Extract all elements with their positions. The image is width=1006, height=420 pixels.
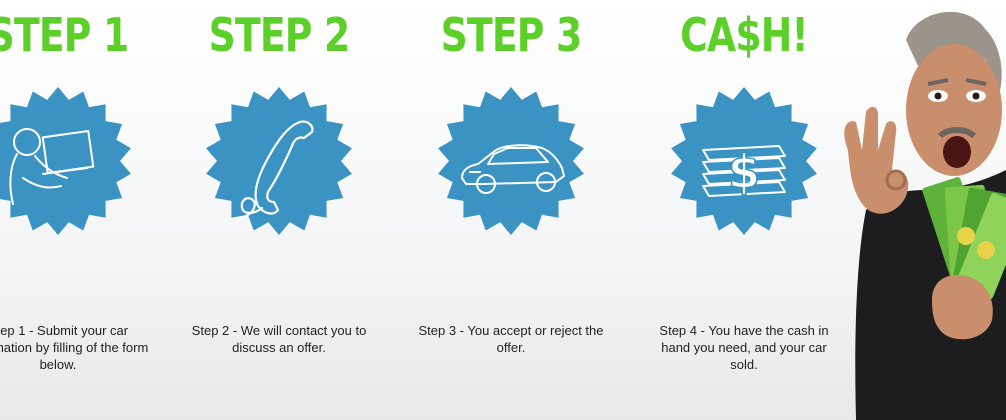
person-laptop-icon bbox=[9, 128, 95, 205]
step-1-text: Step 1 - Submit your car information by … bbox=[0, 323, 149, 372]
man-holding-cash-photo bbox=[844, 11, 1006, 420]
step-1-badge bbox=[0, 87, 131, 235]
cash-stack-icon: $ bbox=[702, 144, 786, 200]
step-3-title: STEP 3 bbox=[440, 8, 583, 62]
step-1-title: STEP 1 bbox=[0, 8, 129, 62]
step-4-badge: $ bbox=[671, 87, 817, 235]
step-4-title: CA$H! bbox=[680, 8, 809, 62]
step-4-text: Step 4 - You have the cash in hand you n… bbox=[659, 323, 829, 372]
step-3-badge bbox=[438, 87, 584, 235]
phone-icon bbox=[234, 120, 314, 226]
step-2-title: STEP 2 bbox=[208, 8, 351, 62]
money-fan-icon bbox=[922, 177, 1006, 299]
step-3-text: Step 3 - You accept or reject the offer. bbox=[418, 323, 604, 355]
step-2-badge bbox=[206, 87, 352, 235]
car-icon bbox=[461, 144, 565, 194]
svg-text:$: $ bbox=[728, 145, 760, 199]
step-2-text: Step 2 - We will contact you to discuss … bbox=[191, 323, 367, 355]
